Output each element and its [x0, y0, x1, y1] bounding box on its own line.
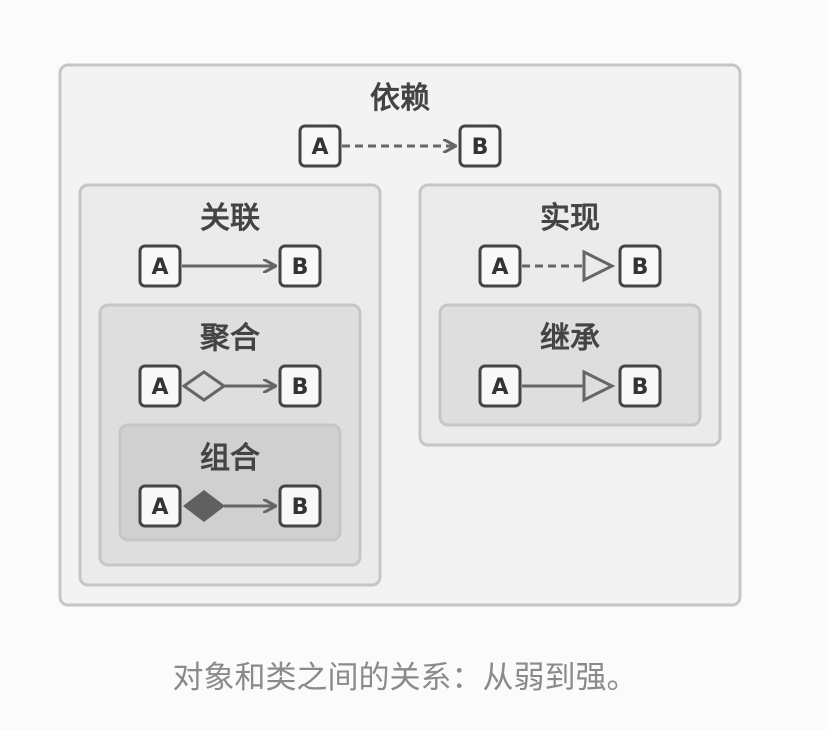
node-a-label: A	[491, 375, 508, 400]
node-b-label: B	[292, 495, 309, 520]
node-b-label: B	[632, 255, 649, 280]
aggregation-example: A B	[138, 364, 322, 408]
node-a	[138, 484, 182, 528]
aggregation-title: 聚合	[199, 321, 260, 356]
caption: 对象和类之间的关系：从弱到强。	[173, 660, 638, 696]
node-a-label: A	[151, 495, 168, 520]
node-b	[278, 484, 322, 528]
inheritance-title: 继承	[540, 321, 600, 356]
node-a-label: A	[311, 135, 328, 160]
inheritance-example: A B	[478, 364, 662, 408]
node-b-label: B	[632, 375, 649, 400]
node-b	[278, 364, 322, 408]
dependency-title: 依赖	[370, 81, 430, 116]
association-title: 关联	[200, 201, 260, 236]
dependency-example: A B	[298, 124, 502, 168]
node-b	[618, 364, 662, 408]
filled-diamond-icon	[183, 490, 225, 522]
node-a	[478, 244, 522, 288]
association-example: A B	[138, 244, 322, 288]
realization-title: 实现	[540, 201, 600, 236]
realization-example: A B	[478, 244, 662, 288]
node-b	[618, 244, 662, 288]
composition-example: A B	[138, 484, 322, 528]
node-b-label: B	[292, 255, 309, 280]
node-a-label: A	[491, 255, 508, 280]
node-a-label: A	[151, 375, 168, 400]
node-a	[138, 244, 182, 288]
node-a	[478, 364, 522, 408]
node-b-label: B	[472, 135, 489, 160]
node-b	[278, 244, 322, 288]
hollow-triangle-icon	[582, 369, 616, 403]
composition-title: 组合	[200, 441, 260, 476]
node-b-label: B	[292, 375, 309, 400]
node-a-label: A	[151, 255, 168, 280]
node-b	[458, 124, 502, 168]
node-a	[138, 364, 182, 408]
hollow-triangle-icon	[582, 249, 616, 283]
node-a	[298, 124, 342, 168]
hollow-diamond-icon	[181, 370, 227, 402]
